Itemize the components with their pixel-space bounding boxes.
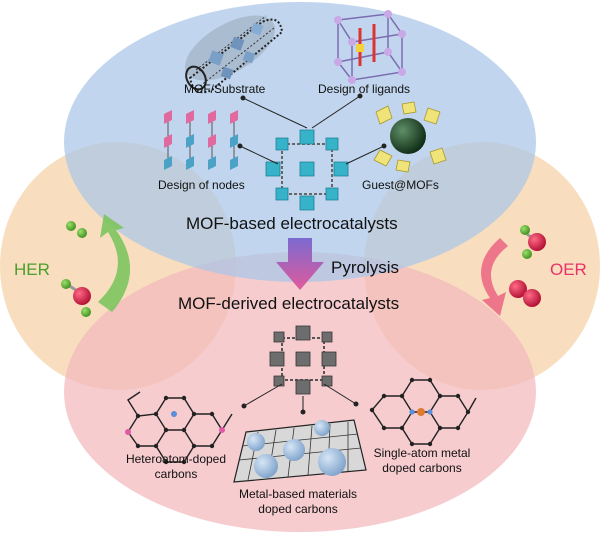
label-metal-based-line2: doped carbons bbox=[258, 502, 338, 516]
metal-based-sheet bbox=[233, 419, 367, 483]
title-mof-based: MOF-based electrocatalysts bbox=[186, 214, 398, 233]
label-metal-based: Metal-based materials doped carbons bbox=[218, 487, 378, 517]
label-pyrolysis: Pyrolysis bbox=[331, 258, 400, 277]
top-connectors bbox=[237, 93, 387, 165]
oer-cycle-arrow bbox=[481, 238, 508, 316]
her-cycle-arrow bbox=[98, 214, 131, 312]
derived-cluster bbox=[269, 325, 337, 395]
label-heteroatom-line1: Heteroatom-doped bbox=[125, 452, 227, 466]
label-design-of-ligands: Design of ligands bbox=[318, 82, 411, 96]
nanotube-illustration bbox=[185, 15, 284, 94]
guest-mof-illustration bbox=[373, 101, 447, 173]
bottom-connectors bbox=[241, 383, 359, 415]
label-metal-based-line1: Metal-based materials bbox=[238, 487, 358, 501]
single-atom-carbon-sheet bbox=[369, 377, 477, 447]
her-molecules bbox=[61, 221, 91, 317]
mof-cluster bbox=[265, 129, 349, 211]
ligands-illustration bbox=[334, 10, 406, 84]
label-her: HER bbox=[14, 260, 50, 279]
label-oer: OER bbox=[550, 260, 587, 279]
pyrolysis-arrow bbox=[276, 238, 324, 290]
label-single-atom: Single-atom metal doped carbons bbox=[352, 446, 492, 476]
label-heteroatom-doped: Heteroatom-doped carbons bbox=[106, 452, 246, 482]
label-single-atom-line2: doped carbons bbox=[382, 461, 462, 475]
heteroatom-carbon-sheet bbox=[125, 391, 233, 465]
title-mof-derived: MOF-derived electrocatalysts bbox=[178, 294, 400, 313]
label-guest-at-mofs: Guest@MOFs bbox=[362, 178, 439, 192]
nodes-illustration bbox=[164, 110, 238, 170]
label-mof-substrate: MOF/Substrate bbox=[184, 82, 266, 96]
label-heteroatom-line2: carbons bbox=[154, 467, 198, 481]
label-single-atom-line1: Single-atom metal bbox=[373, 446, 471, 460]
label-design-of-nodes: Design of nodes bbox=[158, 178, 245, 192]
oer-molecules bbox=[509, 225, 546, 307]
